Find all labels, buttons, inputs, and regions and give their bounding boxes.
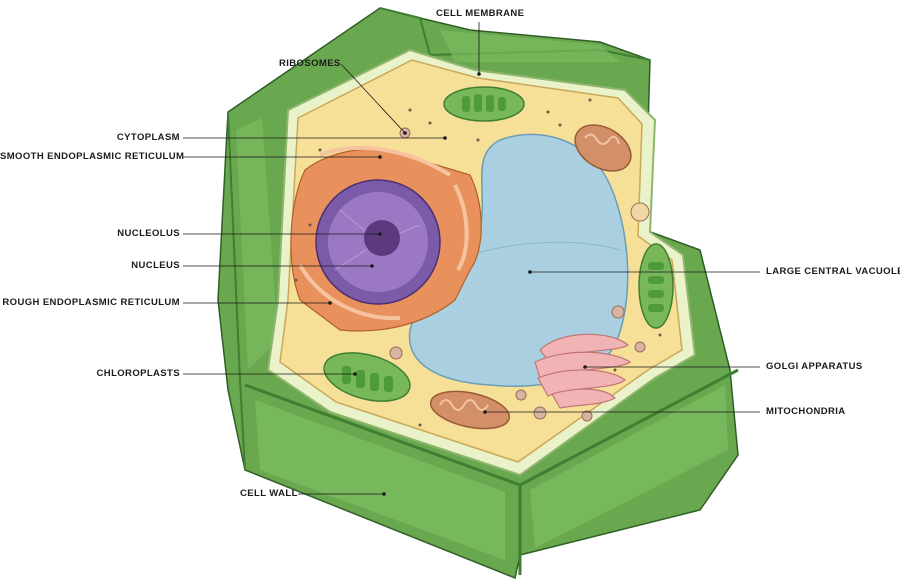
label-cytoplasm: CYTOPLASM <box>116 132 180 143</box>
label-large-central-vacuole: LARGE CENTRAL VACUOLE <box>766 266 900 277</box>
label-cell-wall: CELL WALL <box>240 488 298 499</box>
ribosome-dots <box>294 98 662 427</box>
nucleus-shape <box>315 179 441 305</box>
label-golgi-apparatus: GOLGI APPARATUS <box>766 361 863 372</box>
label-nucleolus: NUCLEOLUS <box>117 228 180 239</box>
label-mitochondria: MITOCHONDRIA <box>766 406 846 417</box>
mitochondria-shapes <box>429 124 632 430</box>
label-cell-membrane: CELL MEMBRANE <box>436 8 525 19</box>
chloroplast-shapes <box>323 86 674 402</box>
vesicles <box>389 127 650 422</box>
label-smooth-er: SMOOTH ENDOPLASMIC RETICULUM <box>0 151 185 162</box>
label-nucleus: NUCLEUS <box>131 260 180 271</box>
label-chloroplasts: CHLOROPLASTS <box>96 368 180 379</box>
leader-lines <box>183 22 760 496</box>
golgi-shape <box>534 333 632 409</box>
nucleolus-shape <box>364 220 400 256</box>
label-ribosomes: RIBOSOMES <box>279 58 341 69</box>
label-rough-er: ROUGH ENDOPLASMIC RETICULUM <box>2 297 180 308</box>
